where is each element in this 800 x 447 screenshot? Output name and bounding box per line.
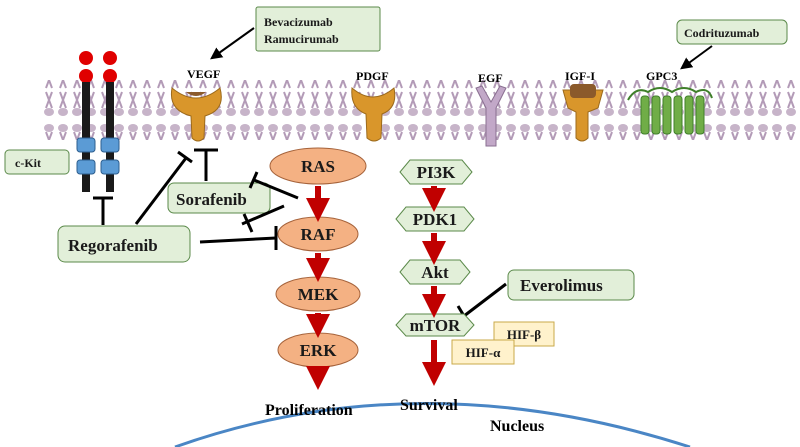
igf-label: IGF-I [565, 69, 595, 83]
pi3k-pathway: PI3K PDK1 Akt mTOR [395, 159, 475, 337]
hif-alpha-label: HIF-α [466, 345, 501, 360]
bevacizumab-ramucirumab-box: Bevacizumab Ramucirumab [255, 6, 381, 52]
everolimus-box: Everolimus [507, 269, 635, 301]
ramucirumab-label: Ramucirumab [264, 32, 339, 46]
ras-label: RAS [301, 157, 335, 176]
proliferation-label: Proliferation [265, 402, 353, 419]
regorafenib-box: Regorafenib [57, 225, 191, 263]
pi3k-node [399, 159, 473, 185]
pdk1-label: PDK1 [413, 210, 457, 229]
pathway-arrows [306, 186, 446, 390]
egf-receptor [475, 85, 507, 147]
pdgf-receptor [351, 86, 396, 142]
ras-node [269, 147, 367, 185]
sorafenib-label: Sorafenib [176, 190, 247, 209]
gpc3-label: GPC3 [646, 69, 677, 83]
erk-label: ERK [300, 341, 338, 360]
ckit-box: c-Kit [4, 149, 70, 175]
pdgf-label: PDGF [356, 69, 389, 83]
gpc3-receptor [627, 87, 713, 135]
mtor-node [395, 313, 475, 337]
bevacizumab-arrow [210, 27, 255, 60]
mek-label: MEK [298, 285, 339, 304]
cell-membrane [40, 80, 800, 140]
akt-label: Akt [421, 263, 449, 282]
vegf-label: VEGF [187, 67, 220, 81]
vegf-receptor [170, 87, 222, 142]
mapk-pathway: RAS RAF MEK ERK [269, 147, 367, 368]
sorafenib-box: Sorafenib [167, 182, 271, 214]
akt-node [399, 259, 471, 285]
codrituzumab-arrow [680, 45, 713, 70]
survival-label: Survival [400, 397, 458, 414]
nucleus-label: Nucleus [490, 418, 544, 435]
pdk1-node [395, 206, 475, 232]
egf-label: EGF [478, 71, 503, 85]
codrituzumab-box: Codrituzumab [676, 19, 788, 45]
ckit-label: c-Kit [15, 156, 41, 170]
ckit-receptor [76, 51, 120, 192]
everolimus-label: Everolimus [520, 276, 603, 295]
raf-label: RAF [301, 225, 336, 244]
igf-receptor [562, 84, 604, 142]
regorafenib-label: Regorafenib [68, 236, 158, 255]
codrituzumab-label: Codrituzumab [684, 26, 760, 40]
mtor-label: mTOR [410, 316, 461, 335]
pi3k-label: PI3K [417, 163, 457, 182]
nucleus-membrane [174, 402, 691, 447]
hif-beta-label: HIF-β [507, 327, 541, 342]
hif-alpha-box: HIF-α [451, 339, 515, 365]
inhibition-lines [93, 148, 507, 327]
bevacizumab-label: Bevacizumab [264, 15, 333, 29]
